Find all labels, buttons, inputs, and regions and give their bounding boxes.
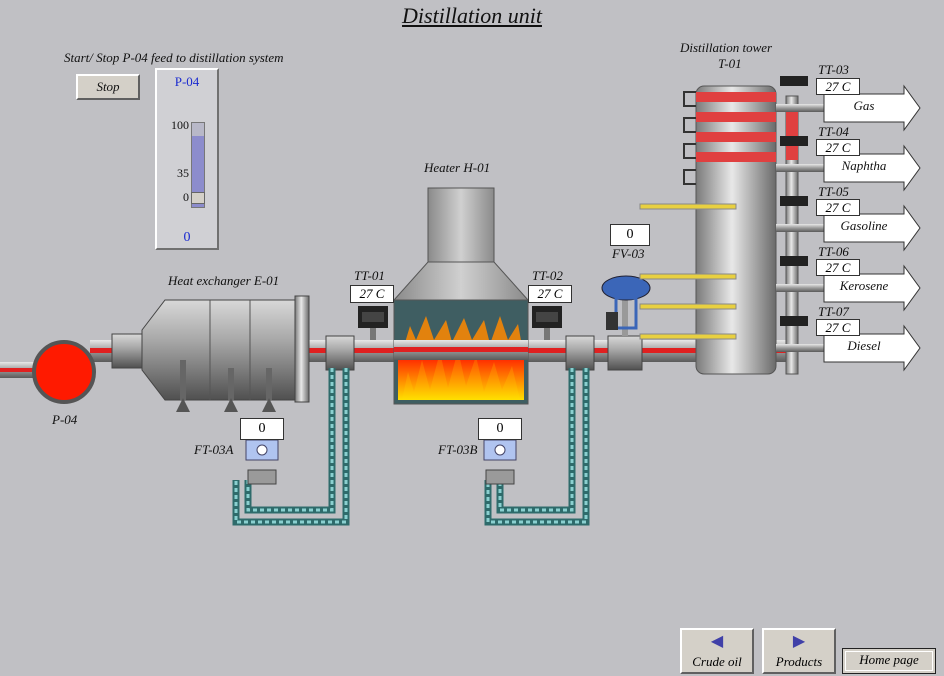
gauge-track	[191, 122, 205, 208]
ft03a-body	[245, 439, 279, 485]
tt04-value: 27 C	[816, 139, 860, 156]
pump-label: P-04	[52, 412, 78, 427]
crude-oil-label: Crude oil	[692, 654, 742, 669]
crude-oil-button[interactable]: ◀ Crude oil	[680, 628, 754, 674]
tt02-value: 27 C	[528, 285, 572, 303]
gauge-fill	[192, 135, 204, 207]
home-page-button[interactable]: Home page	[842, 648, 936, 674]
ft03a-value: 0	[240, 418, 284, 440]
stop-button[interactable]: Stop	[76, 74, 140, 100]
tt05-value: 27 C	[816, 199, 860, 216]
arrow-right-icon: ▶	[792, 633, 806, 650]
page-title: Distillation unit	[402, 3, 542, 28]
tt02-tag: TT-02	[532, 268, 563, 283]
impulse-lines	[232, 368, 590, 526]
gauge-tick-100: 100	[171, 118, 189, 132]
gauge-tag: P-04	[174, 74, 200, 89]
tt06-tag: TT-06	[818, 244, 849, 259]
distillation-tower-t01	[695, 85, 799, 375]
product-kerosene[interactable]: Kerosene	[839, 278, 889, 293]
tt03-tag: TT-03	[818, 62, 849, 77]
gauge-value: 0	[183, 230, 191, 245]
tt01-sensor	[358, 306, 388, 340]
heater-h01	[392, 187, 530, 405]
tt07-tag: TT-07	[818, 304, 849, 319]
tt06-value: 27 C	[816, 259, 860, 276]
heat-exchanger-e01	[111, 295, 310, 412]
valve-label: FV-03	[612, 246, 645, 261]
product-gasoline[interactable]: Gasoline	[840, 218, 888, 233]
gauge-tick-0: 0	[183, 190, 189, 204]
pipe-flanges	[325, 335, 595, 371]
tower-temperature-sensors	[780, 76, 808, 326]
tt03-value: 27 C	[816, 78, 860, 95]
gauge-slider-handle[interactable]	[191, 192, 205, 204]
gauge-tick-35: 35	[177, 166, 189, 180]
product-gas[interactable]: Gas	[853, 98, 875, 113]
pump-p04[interactable]	[32, 340, 96, 404]
heater-label: Heater H-01	[424, 160, 491, 175]
ft03a-label: FT-03A	[194, 442, 234, 457]
heat-exchanger-label: Heat exchanger E-01	[168, 273, 280, 288]
tower-label: Distillation tower	[680, 40, 773, 55]
tt05-tag: TT-05	[818, 184, 849, 199]
p04-gauge: P-04 100 35 0 0	[155, 68, 219, 250]
tower-trays	[639, 91, 737, 340]
ft03b-value: 0	[478, 418, 522, 440]
tt07-value: 27 C	[816, 319, 860, 336]
products-label: Products	[775, 654, 823, 669]
ft03b-label: FT-03B	[438, 442, 478, 457]
ft03b-body	[483, 439, 517, 485]
arrow-left-icon: ◀	[710, 633, 724, 650]
products-button[interactable]: ▶ Products	[762, 628, 836, 674]
tt02-sensor	[532, 306, 562, 340]
fv03-value: 0	[610, 224, 650, 246]
product-outlets	[776, 84, 921, 372]
product-naphtha[interactable]: Naphtha	[841, 158, 887, 173]
product-diesel[interactable]: Diesel	[847, 338, 881, 353]
tower-id-label: T-01	[718, 56, 742, 71]
feed-control-label: Start/ Stop P-04 feed to distillation sy…	[64, 50, 284, 65]
tt01-value: 27 C	[350, 285, 394, 303]
control-valve-fv03[interactable]	[601, 275, 651, 371]
tt01-tag: TT-01	[354, 268, 385, 283]
tt04-tag: TT-04	[818, 124, 849, 139]
